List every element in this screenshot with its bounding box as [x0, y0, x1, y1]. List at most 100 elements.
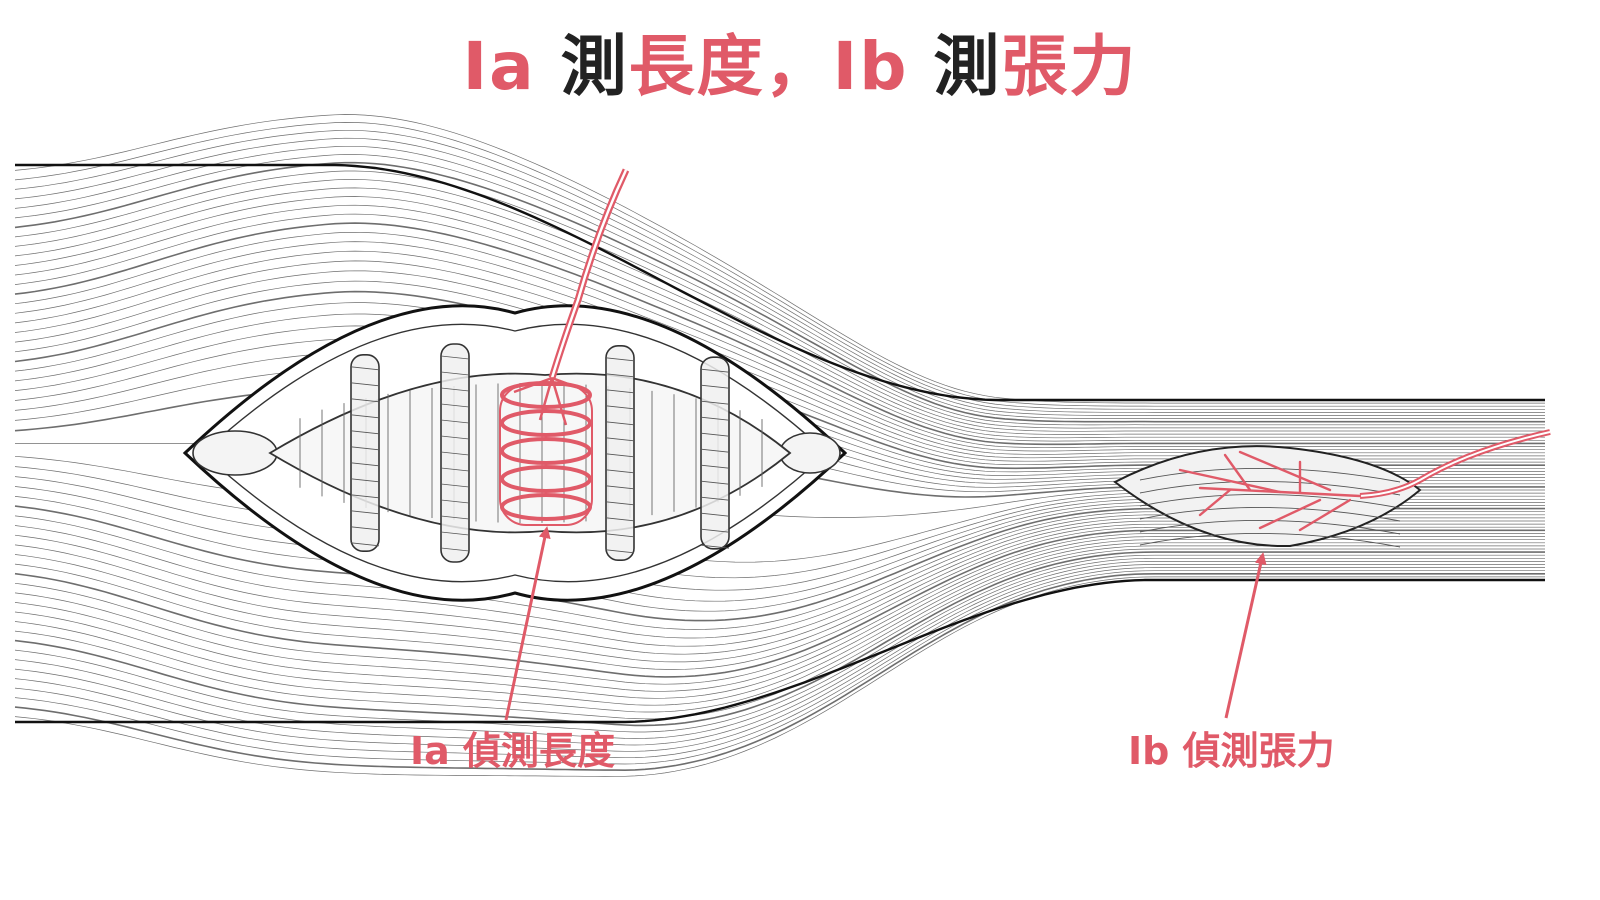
- ia-label: Ia 偵測長度: [410, 729, 616, 773]
- band-ring: [350, 542, 380, 547]
- band-ring: [440, 515, 470, 520]
- band-ring: [350, 478, 380, 483]
- band-ring: [350, 430, 380, 435]
- gto-capsule: [1113, 445, 1422, 548]
- ib-branch: [1178, 468, 1282, 494]
- muscle-fiber: [14, 196, 1545, 435]
- muscle-spindle: [182, 304, 848, 602]
- band-ring: [440, 467, 470, 472]
- title-length: 長度: [628, 28, 765, 105]
- band-ring: [605, 469, 635, 474]
- band-ring: [440, 531, 470, 536]
- intrafusal-end-left: [192, 430, 278, 476]
- band-ring: [440, 547, 470, 552]
- band-ring: [350, 526, 380, 531]
- spindle-band: [700, 356, 730, 550]
- muscle-fiber: [14, 564, 1545, 752]
- band-ring: [350, 366, 380, 371]
- title-measure-2: 測: [933, 28, 1002, 105]
- ia-ending-outline: [499, 384, 593, 526]
- muscle-fiber: [14, 170, 1545, 426]
- gto-collagen: [1139, 468, 1401, 483]
- band-ring: [350, 510, 380, 515]
- muscle-outline-top: [15, 163, 1545, 402]
- ia-pointer-arrow: [504, 526, 551, 721]
- band-ring: [605, 421, 635, 426]
- title-measure-1: 測: [560, 28, 629, 105]
- band-ring: [700, 416, 730, 421]
- gto-collagen: [1139, 481, 1401, 496]
- muscle-outline-bottom: [15, 578, 1545, 724]
- band-ring: [700, 512, 730, 517]
- muscle-fiber: [14, 542, 1545, 706]
- band-ring: [350, 494, 380, 499]
- band-ring: [350, 414, 380, 419]
- spindle-band: [350, 353, 380, 552]
- band-ring: [605, 357, 635, 362]
- band-ring: [605, 549, 635, 554]
- muscle-fiber: [14, 557, 1545, 739]
- ia-axon-highlight: [550, 169, 628, 379]
- ia-annulospiral-coil: [500, 437, 592, 465]
- band-ring: [440, 403, 470, 408]
- band-ring: [700, 384, 730, 389]
- ib-branch: [1298, 498, 1352, 532]
- band-ring: [700, 544, 730, 549]
- muscle-fiber: [14, 114, 1545, 404]
- band-ring: [440, 419, 470, 424]
- muscle-fiber: [14, 554, 1545, 733]
- band-ring: [440, 499, 470, 504]
- band-ring: [350, 446, 380, 451]
- band-ring: [605, 405, 635, 410]
- spindle-band: [605, 344, 635, 561]
- band-ring: [700, 368, 730, 373]
- band-ring: [440, 435, 470, 440]
- ia-annulospiral-coil: [500, 381, 592, 409]
- ib-axon-highlight: [1359, 431, 1551, 497]
- muscle-outline: [15, 163, 1545, 724]
- band-ring: [700, 496, 730, 501]
- band-ring: [440, 355, 470, 360]
- muscle-fiber: [14, 231, 1545, 449]
- muscle-fiber: [14, 137, 1545, 413]
- band-ring: [605, 389, 635, 394]
- muscle-fiber: [14, 573, 1545, 772]
- gto-collagen: [1139, 507, 1401, 522]
- band-ring: [440, 451, 470, 456]
- muscle-fiber: [14, 161, 1545, 423]
- gto-collagen: [1139, 494, 1401, 509]
- gto-collagen: [1139, 533, 1401, 548]
- muscle-fiber: [14, 576, 1545, 777]
- muscle-fiber: [14, 122, 1545, 407]
- ia-annulospiral-coil: [500, 465, 592, 493]
- band-ring: [605, 437, 635, 442]
- band-ring: [605, 453, 635, 458]
- band-ring: [605, 485, 635, 490]
- muscle-fiber: [14, 179, 1545, 429]
- band-ring: [440, 371, 470, 376]
- band-ring: [350, 462, 380, 467]
- band-ring: [700, 400, 730, 405]
- muscle-fiber: [14, 533, 1545, 685]
- ib-pointer-arrow: [1224, 552, 1267, 719]
- muscle-fiber: [14, 570, 1545, 765]
- title-ia: Ia: [462, 28, 561, 105]
- band-ring: [700, 432, 730, 437]
- band-ring: [700, 464, 730, 469]
- band-ring: [350, 398, 380, 403]
- title-ib: Ib: [832, 28, 934, 105]
- muscle-fiber: [14, 154, 1545, 419]
- band-ring: [440, 483, 470, 488]
- ib-branch: [1223, 453, 1252, 492]
- muscle-fiber: [14, 129, 1545, 410]
- muscle-fiber: [14, 145, 1545, 416]
- ib-branch: [1198, 488, 1232, 517]
- ib-afferent-fiber: [1178, 429, 1551, 532]
- band-ring: [605, 373, 635, 378]
- title-comma: ，: [764, 28, 833, 105]
- band-ring: [700, 480, 730, 485]
- band-ring: [440, 387, 470, 392]
- page-title: Ia 測長度，Ib 測張力: [0, 22, 1600, 112]
- golgi-tendon-organ: [1113, 445, 1422, 548]
